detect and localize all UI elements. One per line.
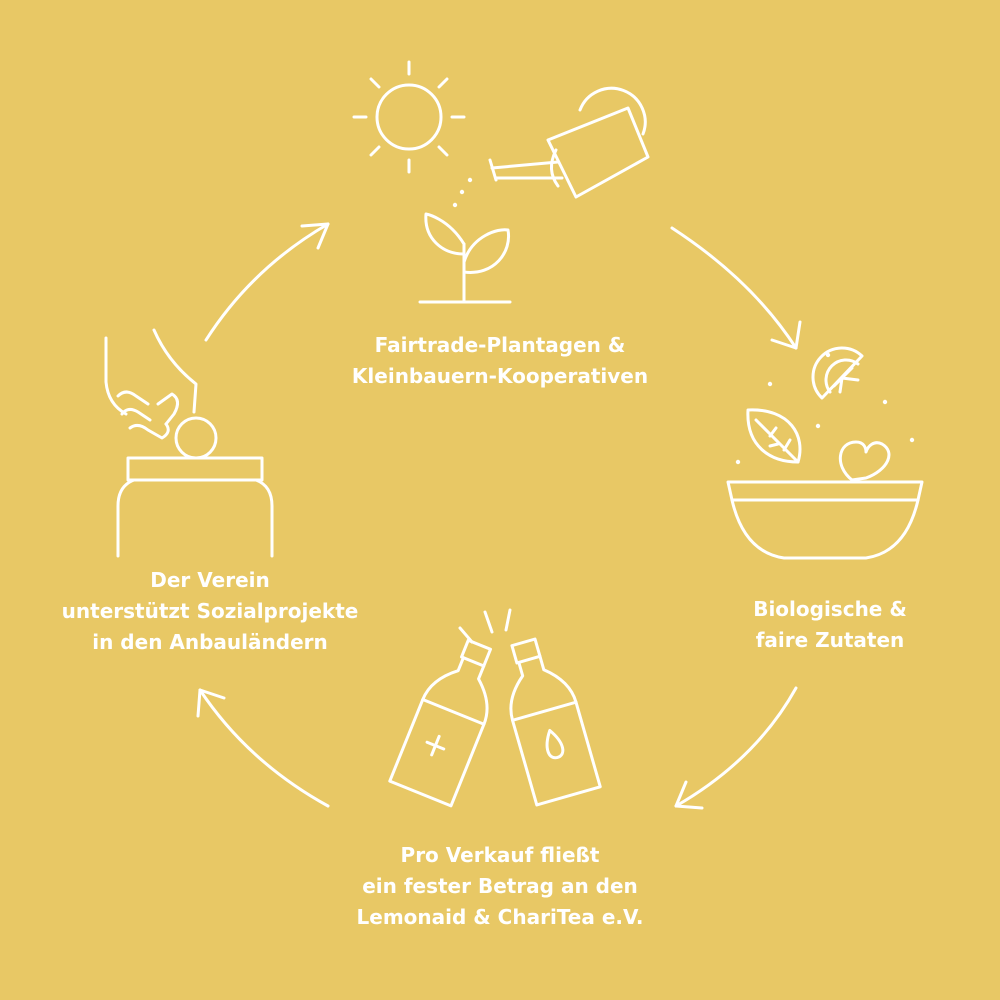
hand-icon xyxy=(104,328,198,440)
heart-icon xyxy=(838,440,891,482)
label-line: in den Anbauländern xyxy=(92,630,328,654)
label-line: faire Zutaten xyxy=(755,628,905,652)
label-plantations: Fairtrade-Plantagen & Kleinbauern-Kooper… xyxy=(300,330,700,392)
water-drops-icon xyxy=(452,177,473,208)
label-line: Lemonaid & ChariTea e.V. xyxy=(356,905,644,929)
sun-icon xyxy=(352,60,466,174)
arrow-top-left xyxy=(204,222,330,342)
arrow-bottom-right xyxy=(674,686,798,810)
jar-icon xyxy=(116,456,274,558)
bottle-right-icon xyxy=(509,637,602,807)
label-line: Biologische & xyxy=(753,597,907,621)
arrow-bottom-left xyxy=(196,688,330,808)
leaf-icon xyxy=(746,408,802,464)
label-sales-contribution: Pro Verkauf fließt ein fester Betrag an … xyxy=(290,840,710,933)
clink-lines-icon xyxy=(458,608,512,644)
label-line: Der Verein xyxy=(150,568,270,592)
label-ingredients: Biologische & faire Zutaten xyxy=(700,594,960,656)
arrow-top-right xyxy=(670,226,802,350)
lemon-slice-icon xyxy=(811,346,864,400)
sprout-icon xyxy=(418,212,512,304)
label-line: Fairtrade-Plantagen & xyxy=(374,333,626,357)
coin-icon xyxy=(174,416,218,460)
label-line: unterstützt Sozialprojekte xyxy=(61,599,359,623)
bowl-icon xyxy=(726,480,924,560)
bottle-left-icon xyxy=(388,638,493,808)
label-line: Pro Verkauf fließt xyxy=(400,843,600,867)
label-association: Der Verein unterstützt Sozialprojekte in… xyxy=(40,565,380,658)
sparkle-dots-icon xyxy=(735,352,915,465)
label-line: Kleinbauern-Kooperativen xyxy=(351,364,649,388)
label-line: ein fester Betrag an den xyxy=(362,874,638,898)
watering-can-icon xyxy=(488,86,650,199)
